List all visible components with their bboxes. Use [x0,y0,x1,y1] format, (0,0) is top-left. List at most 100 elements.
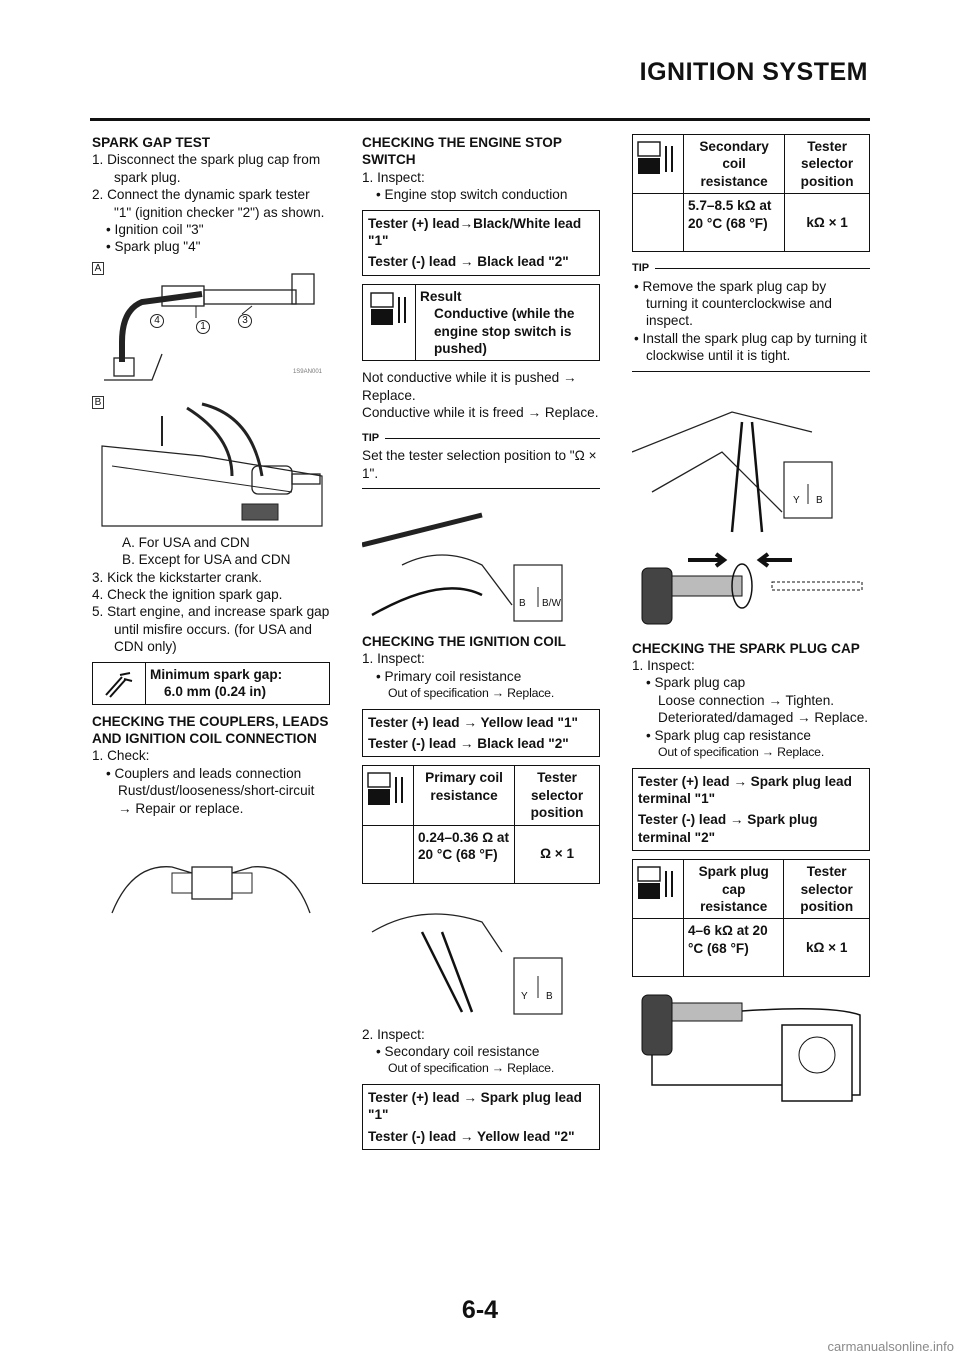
step-1-check: 1. Check: [92,748,150,764]
section-title-spark-gap: SPARK GAP TEST [92,135,211,150]
figure-secondary-coil-wiring: Y B [632,392,870,542]
tester-box-primary: Tester (+) lead → Yellow lead "1" Tester… [362,708,600,758]
cap-detail-damaged: Deteriorated/damaged → Replace. [658,710,869,726]
secondary-selector-value: kΩ × 1 [784,193,870,253]
callout-1: 1 [196,319,210,334]
connector-pin-b: B [816,494,823,506]
section-title-ignition-coil: CHECKING THE IGNITION COIL [362,633,566,649]
step-4: 4. Check the ignition spark gap. [92,587,283,603]
bullet-couplers: • Couplers and leads connection [106,765,302,781]
coupler-illustration [111,866,311,914]
out-of-spec-cap: Out of specification → Replace. [658,745,825,760]
tester-box-secondary: Tester (+) lead → Spark plug lead "1" Te… [362,1083,600,1150]
result-value: Conductive (while the engine stop switch… [434,306,575,357]
figure-primary-coil-wiring: Y B [362,892,600,1020]
spec-label: Minimum spark gap: [150,666,283,682]
spec-box-spark-gap: Minimum spark gap: 6.0 mm (0.24 in) [92,661,330,705]
tester-box-plug-cap: Tester (+) lead → Spark plug lead termin… [632,767,870,852]
coil-wiring-illustration [371,912,563,1015]
watermark: carmanualsonline.info [827,1339,954,1354]
bullet-cap-resistance: • Spark plug cap resistance [646,727,811,743]
multimeter-icon [362,765,414,826]
spec-value: 6.0 mm (0.24 in) [164,684,266,700]
out-of-spec-1: Out of specification → Replace. [388,686,555,701]
figure-spark-tester-other: B [92,395,330,528]
result-label: Result [420,288,462,304]
tester-positive-yellow: Tester (+) lead → Yellow lead "1" [368,714,578,730]
out-of-spec-2: Out of specification → Replace. [388,1061,555,1076]
tip-plug-cap: TIP • Remove the spark plug cap by turni… [632,260,870,372]
plug-cap-illustration [641,552,863,625]
bullet-spark-plug: • Spark plug "4" [106,239,201,255]
primary-coil-value: 0.24–0.36 Ω at 20 °C (68 °F) [412,824,516,884]
step-1-inspect-coil: 1. Inspect: [362,651,425,667]
cap-detail-loose: Loose connection → Tighten. [658,692,835,708]
cap-resistance-value: 4–6 kΩ at 20 °C (68 °F) [682,918,785,978]
multimeter-icon [632,859,684,920]
figure-plug-cap-removal [632,548,870,634]
tip-stop-switch: TIP Set the tester selection position to… [362,430,600,489]
section-title-couplers: CHECKING THE COUPLERS, LEADS AND IGNITIO… [92,713,329,746]
column-left: SPARK GAP TEST 1. Disconnect the spark p… [92,134,330,929]
cap-selector-value: kΩ × 1 [783,918,870,978]
tester-positive: Tester (+) lead→Black/White lead "1" [368,215,582,249]
column-right: Secondary coil resistance Tester selecto… [632,133,870,1109]
result-box: Result Conductive (while the engine stop… [362,283,600,362]
tester-selector-header: Tester selector position [514,765,600,826]
connector-pin-bw: B/W [542,597,561,609]
tip-label: TIP [632,262,650,275]
section-title-plug-cap: CHECKING THE SPARK PLUG CAP [632,640,860,656]
connector-pin-b2: B [546,990,553,1002]
primary-coil-header: Primary coil resistance [412,765,516,826]
tester-negative: Tester (-) lead → Black lead "2" [368,254,569,270]
cap-resistance-header: Spark plug cap resistance [682,859,785,920]
figure-stop-switch-wiring: B B/W [362,505,600,627]
callout-4: 4 [150,313,164,328]
engine-tester-illustration [101,402,323,527]
tester-selector-header: Tester selector position [784,133,870,195]
header-rule [90,118,870,121]
tip-remove: • Remove the spark plug cap by turning i… [634,278,832,329]
figure-spark-tester-usa: A 1S9AN001 4 1 3 [92,261,330,390]
legend-a: A. For USA and CDN [122,534,250,550]
feeler-gauge-icon [93,662,146,704]
callout-3: 3 [238,313,252,328]
tip-install: • Install the spark plug cap by turning … [634,330,867,364]
secondary-coil-header: Secondary coil resistance [682,133,786,195]
tester-selector-header: Tester selector position [783,859,870,920]
step-2: 2. Connect the dynamic spark tester "1" … [92,187,325,220]
primary-coil-spec-table: Primary coil resistance Tester selector … [362,765,600,884]
connector-pin-b: B [519,597,526,609]
plug-cap-spec-table: Spark plug cap resistance Tester selecto… [632,859,870,978]
tip-text: Set the tester selection position to "Ω … [362,448,597,481]
tester-positive-plug-lead: Tester (+) lead → Spark plug lead "1" [368,1089,582,1123]
bullet-primary-coil: • Primary coil resistance [376,668,522,684]
tester-negative-yellow: Tester (-) lead → Yellow lead "2" [368,1128,575,1144]
page-header-title: IGNITION SYSTEM [639,58,868,86]
note-conductive: Conductive while it is freed → Replace. [362,405,599,421]
multimeter-icon [632,133,684,195]
handlebar-illustration [362,512,563,622]
section-title-stop-switch: CHECKING THE ENGINE STOP SWITCH [362,135,562,168]
figure-code: 1S9AN001 [292,369,322,376]
frame-wiring-illustration [632,410,833,532]
tester-negative-cap: Tester (-) lead → Spark plug terminal "2… [638,812,818,845]
figure-plug-cap-tester [632,985,870,1103]
connector-pin-y: Y [793,494,800,506]
figure-label-a: A [92,261,104,275]
step-1-inspect-cap: 1. Inspect: [632,658,695,674]
primary-selector-value: Ω × 1 [514,824,600,884]
figure-coupler-hands [92,843,330,923]
tester-box-stop-switch: Tester (+) lead→Black/White lead "1" Tes… [362,209,600,276]
bullet-ignition-coil: • Ignition coil "3" [106,222,204,238]
legend-b: B. Except for USA and CDN [122,552,291,568]
step-3: 3. Kick the kickstarter crank. [92,569,262,585]
tester-positive-cap: Tester (+) lead → Spark plug lead termin… [638,773,852,806]
cap-tester-illustration [641,994,861,1103]
bullet-secondary-coil: • Secondary coil resistance [376,1043,540,1059]
multimeter-icon [363,284,416,361]
step-1-inspect: 1. Inspect: [362,169,425,185]
secondary-coil-spec-table: Secondary coil resistance Tester selecto… [632,133,870,253]
column-middle: CHECKING THE ENGINE STOP SWITCH 1. Inspe… [362,134,600,1158]
page-number: 6-4 [461,1296,499,1324]
